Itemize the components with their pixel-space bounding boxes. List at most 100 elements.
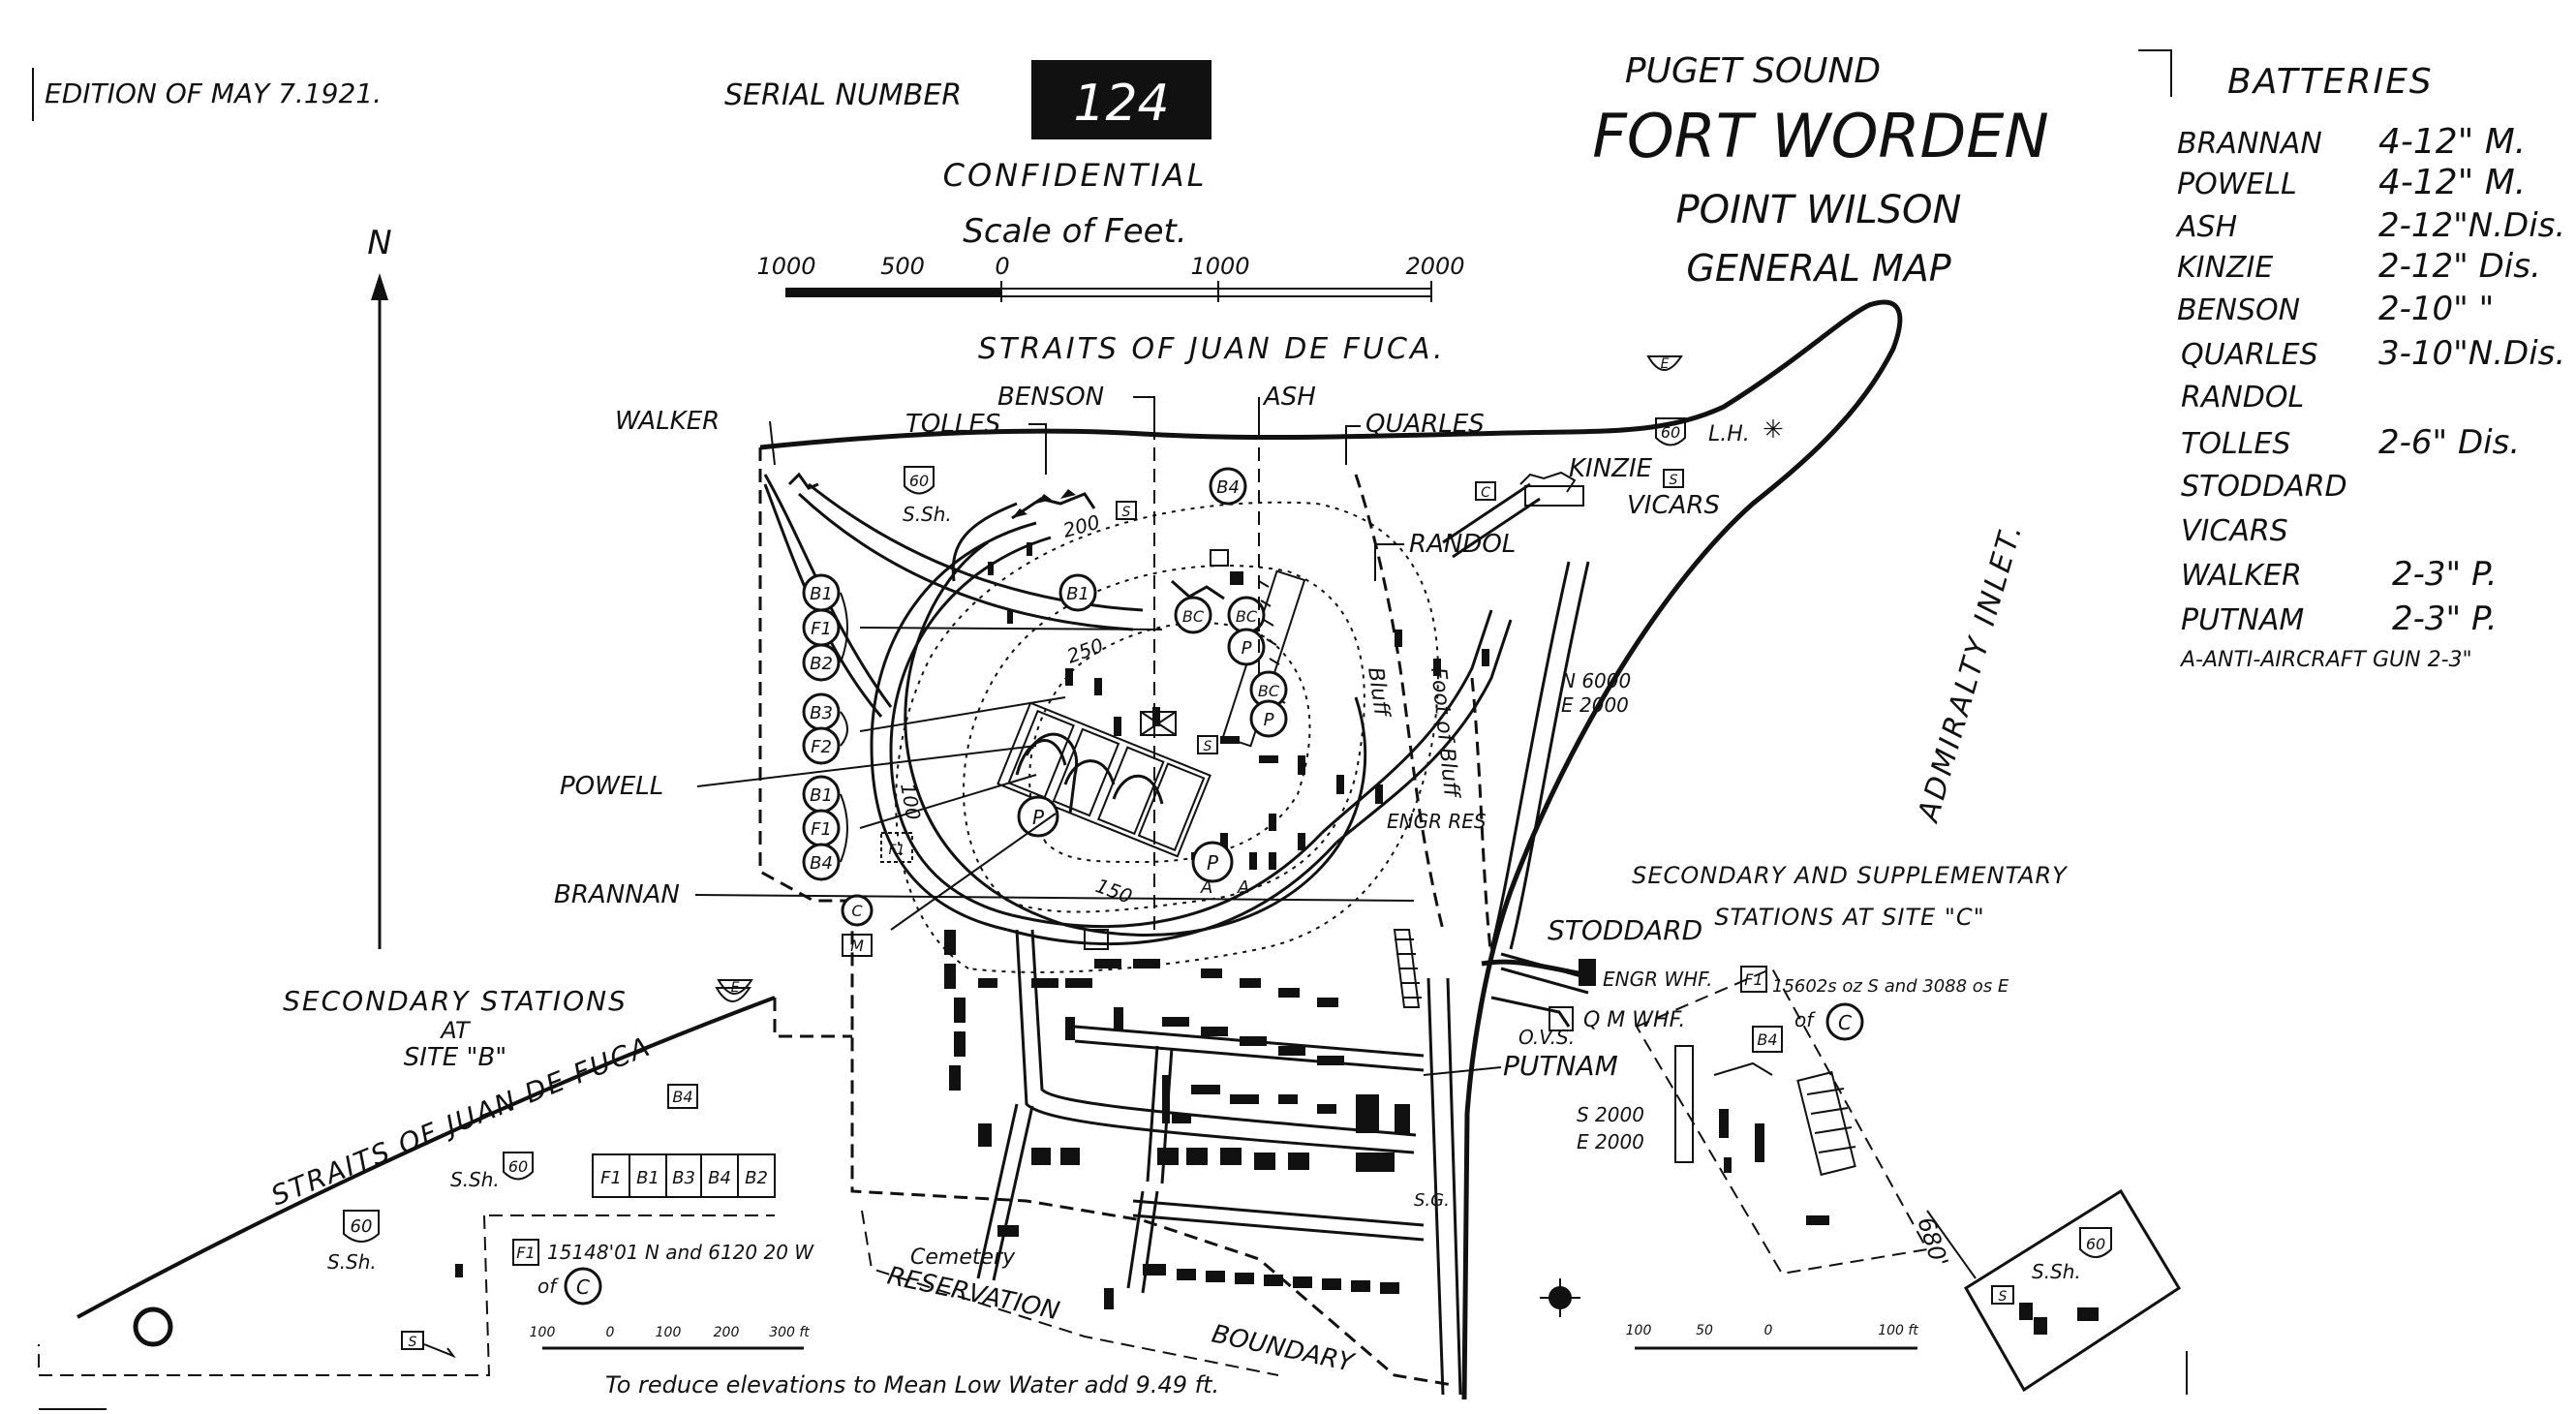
label-kinzie: KINZIE [1569,454,1653,483]
fort-title: FORT WORDEN [1592,101,2049,171]
label-quarles: QUARLES [1365,410,1485,439]
svg-text:P: P [1242,638,1252,659]
svg-text:60: 60 [351,1216,373,1237]
scale-bar: 1000 500 0 1000 2000 [756,253,1465,302]
svg-text:C: C [1481,485,1490,501]
svg-text:500: 500 [880,253,925,280]
scale-title: Scale of Feet. [963,212,1186,251]
svg-text:E: E [1661,356,1670,372]
mine-casemate-icon: C M [841,894,874,957]
searchlight-icon [715,987,751,1002]
svg-text:STODDARD: STODDARD [2181,470,2347,504]
svg-text:SITE "B": SITE "B" [404,1043,507,1072]
searchlight-icon: E [1646,355,1683,372]
svg-text:60: 60 [909,472,929,490]
svg-text:KINZIE: KINZIE [2177,251,2273,285]
svg-text:S: S [1999,1289,2008,1305]
svg-text:100: 100 [530,1325,556,1340]
svg-text:2-10" ": 2-10" " [2378,290,2494,328]
wharves: ENGR WHF. Q M WHF. O.V.S. [1481,959,1712,1049]
serial-number-value: 124 [1073,75,1169,133]
aa-label: A [1200,877,1212,898]
svg-text:3-10"N.Dis.: 3-10"N.Dis. [2378,334,2565,373]
svg-text:B4: B4 [708,1168,731,1188]
svg-text:S: S [1122,505,1131,520]
svg-text:F1: F1 [811,819,832,840]
label-walker: WALKER [615,407,720,436]
svg-text:B4: B4 [810,853,833,874]
svg-text:S: S [1204,739,1212,754]
svg-text:BC: BC [1236,607,1258,626]
svg-text:B4: B4 [672,1088,692,1106]
contour-150-label: 150 [1092,874,1135,908]
label-brannan: BRANNAN [554,880,680,909]
coastline [77,299,1903,1400]
label-randol: RANDOL [1409,530,1516,559]
confidential-label: CONFIDENTIAL [943,157,1208,194]
svg-text:QUARLES: QUARLES [2181,338,2318,372]
label-powell: POWELL [560,772,663,801]
svg-text:1000: 1000 [756,253,815,280]
serial-number-label: SERIAL NUMBER [724,78,962,112]
svg-text:TOLLES: TOLLES [2181,427,2290,461]
svg-text:B1: B1 [810,785,833,806]
svg-text:B2: B2 [745,1168,768,1188]
svg-text:B4: B4 [1757,1030,1777,1049]
svg-text:15148'01 N and 6120 20 W: 15148'01 N and 6120 20 W [547,1241,814,1264]
secondary-stations-site-b: SECONDARY STATIONS AT SITE "B" F1 B1 B3 … [38,985,776,1376]
f1-site-b-coordinates: F1 15148'01 N and 6120 20 W of C [512,1239,814,1306]
svg-text:POWELL: POWELL [2177,168,2297,201]
svg-text:S.Sh.: S.Sh. [327,1250,377,1274]
engr-wharf-label: ENGR WHF. [1603,968,1712,991]
site-c-detail-box: 60 S.Sh. S [1963,1188,2182,1393]
svg-text:F1: F1 [1744,970,1763,989]
svg-text:N: N [367,224,391,262]
svg-text:C: C [1838,1011,1852,1034]
svg-text:F1: F1 [811,619,832,639]
contour-200-label: 200 [1060,510,1102,542]
svg-text:300 ft: 300 ft [769,1325,810,1340]
coord-ne-east: E 2000 [1561,693,1629,717]
svg-text:0: 0 [1764,1323,1773,1338]
svg-text:C: C [576,1276,590,1299]
svg-text:SECONDARY STATIONS: SECONDARY STATIONS [283,985,628,1017]
svg-text:2-3" P.: 2-3" P. [2392,555,2498,594]
svg-text:F2: F2 [811,737,832,757]
shield-icon: 60 [343,1210,380,1243]
battery-rows: BRANNAN 4-12" M. POWELL 4-12" M. ASH 2-1… [2175,122,2565,638]
svg-text:BC: BC [1258,682,1280,700]
svg-text:AT: AT [439,1017,472,1044]
label-engr-res: ENGR RES [1387,810,1487,833]
svg-text:60: 60 [508,1157,528,1176]
shield-icon: 60 [1655,417,1686,446]
svg-text:B1: B1 [636,1168,659,1188]
svg-text:60: 60 [2086,1235,2105,1253]
star-icon: ✳ [1763,415,1784,445]
svg-text:100: 100 [656,1325,682,1340]
aa-label: A [1237,877,1249,898]
svg-text:STATIONS AT SITE "C": STATIONS AT SITE "C" [1714,904,1984,931]
label-stoddard: STODDARD [1548,914,1702,946]
batteries-table: BATTERIES BRANNAN 4-12" M. POWELL 4-12" … [2138,49,2565,672]
secondary-stations-site-c: SECONDARY AND SUPPLEMENTARY STATIONS AT … [1632,862,2068,1279]
svg-text:PUTNAM: PUTNAM [2181,603,2304,637]
svg-text:S.Sh.: S.Sh. [2032,1260,2081,1283]
svg-text:F1: F1 [889,843,905,858]
svg-text:C: C [851,902,863,920]
svg-text:F1: F1 [516,1244,535,1262]
qm-wharf-label: Q M WHF. [1583,1008,1685,1032]
straits-label-top: STRAITS OF JUAN DE FUCA. [978,332,1446,366]
map-type-title: GENERAL MAP [1686,247,1950,290]
ovs-label: O.V.S. [1518,1026,1575,1049]
batteries-title: BATTERIES [2227,62,2434,102]
svg-text:B2: B2 [810,654,833,674]
serial-number-box [1031,60,1211,139]
coord-s: S 2000 [1577,1103,1644,1126]
station-symbols: B1 F1 B2 B3 F2 B1 F1 B4 B1 B4 BC BC P BC… [717,355,1784,1211]
shield-icon: 60 [904,466,935,495]
coord-e: E 2000 [1577,1130,1644,1153]
svg-text:F1: F1 [600,1168,622,1188]
svg-text:50: 50 [1696,1323,1713,1338]
anti-aircraft-note: A-ANTI-AIRCRAFT GUN 2-3" [2179,648,2472,672]
